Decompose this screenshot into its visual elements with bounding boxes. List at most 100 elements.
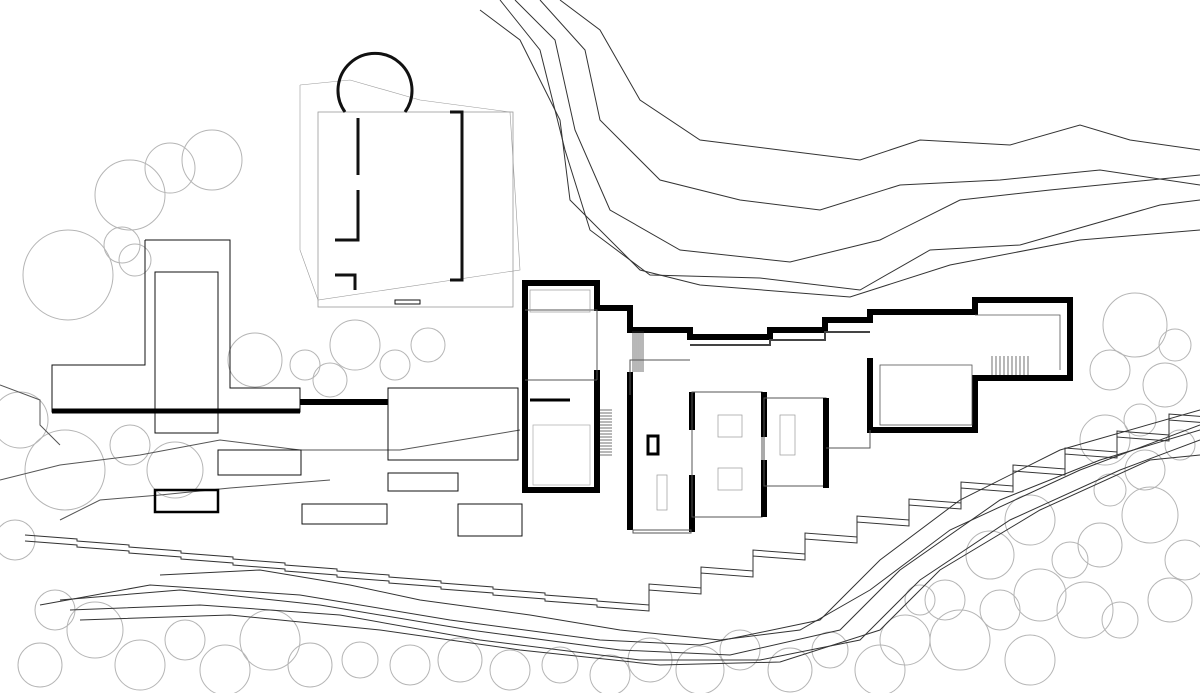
tree-circle bbox=[1093, 473, 1127, 507]
tree-circle bbox=[24, 429, 106, 511]
tree-circle bbox=[589, 654, 631, 693]
tree-circle bbox=[118, 243, 152, 277]
tree-circle bbox=[1004, 494, 1056, 546]
tree-circle bbox=[1004, 634, 1056, 686]
tree-circle bbox=[379, 349, 411, 381]
tree-circle bbox=[1079, 414, 1131, 466]
contour-line bbox=[79, 454, 1200, 666]
parking-pad bbox=[301, 503, 388, 525]
contour-line bbox=[159, 424, 1200, 641]
tree-circle bbox=[854, 644, 906, 693]
tree-circle bbox=[437, 637, 483, 683]
tree-circle bbox=[94, 159, 166, 231]
tree-circle bbox=[1123, 403, 1157, 437]
tree-circle bbox=[341, 641, 379, 679]
contour-line bbox=[59, 429, 1200, 656]
tree-circle bbox=[929, 609, 991, 671]
tree-circle bbox=[1142, 362, 1188, 408]
contour-line bbox=[479, 9, 1200, 298]
dining-table bbox=[717, 414, 743, 438]
tree-circle bbox=[1147, 577, 1193, 623]
circular-tower-wall bbox=[336, 51, 414, 113]
terrain-contour-group bbox=[0, 0, 1200, 666]
tree-circle bbox=[1051, 541, 1089, 579]
existing-building-outline bbox=[299, 51, 521, 308]
path-line bbox=[0, 384, 61, 446]
contour-line bbox=[39, 409, 1200, 646]
tree-circle bbox=[181, 129, 243, 191]
swimming-pool bbox=[154, 271, 219, 434]
interior-wall bbox=[525, 309, 598, 380]
retaining-wall-line bbox=[24, 419, 1200, 612]
tree-circle bbox=[66, 601, 124, 659]
tree-circle bbox=[767, 647, 813, 693]
living-edge bbox=[632, 529, 692, 534]
parking-pad bbox=[217, 449, 302, 476]
house-floor-plan bbox=[522, 280, 1073, 534]
bathroom-fixtures bbox=[529, 289, 591, 313]
bedroom-wing-wall bbox=[522, 370, 600, 493]
east-wing-room bbox=[879, 364, 973, 426]
existing-building-outline-rect bbox=[317, 111, 514, 308]
tree-circle bbox=[146, 441, 204, 499]
parking-pad bbox=[387, 472, 459, 492]
tree-circle bbox=[289, 349, 321, 381]
tree-circle bbox=[22, 229, 114, 321]
contour-line bbox=[514, 0, 1200, 263]
stair-or-shelf bbox=[779, 414, 796, 456]
contour-line bbox=[539, 0, 1200, 211]
fireplace bbox=[646, 434, 660, 456]
bedroom-furniture bbox=[532, 424, 591, 486]
tree-circle bbox=[675, 645, 725, 693]
tree-circle bbox=[979, 589, 1021, 631]
tree-circle bbox=[0, 519, 36, 561]
tree-circle bbox=[1164, 539, 1200, 581]
living-wall-thin bbox=[629, 359, 690, 395]
ghost-wall-block bbox=[394, 299, 421, 305]
tree-circle bbox=[114, 639, 166, 691]
parking-pad bbox=[457, 503, 523, 537]
tree-circle bbox=[1089, 349, 1131, 391]
tree-circle bbox=[924, 579, 966, 621]
tree-circle bbox=[1164, 429, 1196, 461]
dining-table bbox=[717, 467, 743, 491]
tree-circle bbox=[965, 530, 1015, 580]
kitchen-island bbox=[656, 474, 668, 511]
ghost-wall bbox=[335, 190, 360, 242]
tree-circle bbox=[164, 619, 206, 661]
tree-circle bbox=[389, 644, 431, 686]
tree-circle bbox=[904, 584, 936, 616]
tree-circle bbox=[719, 629, 761, 671]
tree-circle bbox=[17, 642, 63, 688]
contour-line bbox=[499, 0, 1200, 291]
tree-circle bbox=[1124, 449, 1166, 491]
tree-circle bbox=[1158, 328, 1192, 362]
existing-terrace-outline bbox=[299, 79, 521, 301]
site-elements-group bbox=[51, 239, 523, 537]
contour-line bbox=[559, 0, 1200, 161]
tree-circle bbox=[199, 644, 251, 693]
contour-line bbox=[69, 439, 1200, 661]
tree-circle bbox=[541, 646, 579, 684]
tree-circle bbox=[227, 332, 283, 388]
retaining-wall-line bbox=[24, 413, 1200, 606]
tree-circle bbox=[34, 589, 76, 631]
tree-circle bbox=[489, 649, 531, 691]
tree-circle bbox=[329, 319, 381, 371]
dining-pavilion bbox=[691, 391, 763, 518]
ghost-wall bbox=[335, 273, 357, 290]
tree-circle bbox=[0, 391, 49, 449]
ghost-wall bbox=[450, 110, 464, 282]
connector-wall bbox=[826, 430, 871, 449]
tree-circle bbox=[1121, 486, 1179, 544]
house-exterior-wall bbox=[522, 280, 1073, 433]
tree-circle bbox=[312, 362, 348, 398]
garage-building bbox=[387, 387, 519, 461]
tree-circle bbox=[1077, 522, 1123, 568]
tree-circle bbox=[1102, 292, 1168, 358]
east-wing-interior bbox=[975, 314, 1061, 370]
tree-circle bbox=[144, 142, 196, 194]
tree-circle bbox=[1056, 581, 1114, 639]
tree-circle bbox=[287, 642, 333, 688]
